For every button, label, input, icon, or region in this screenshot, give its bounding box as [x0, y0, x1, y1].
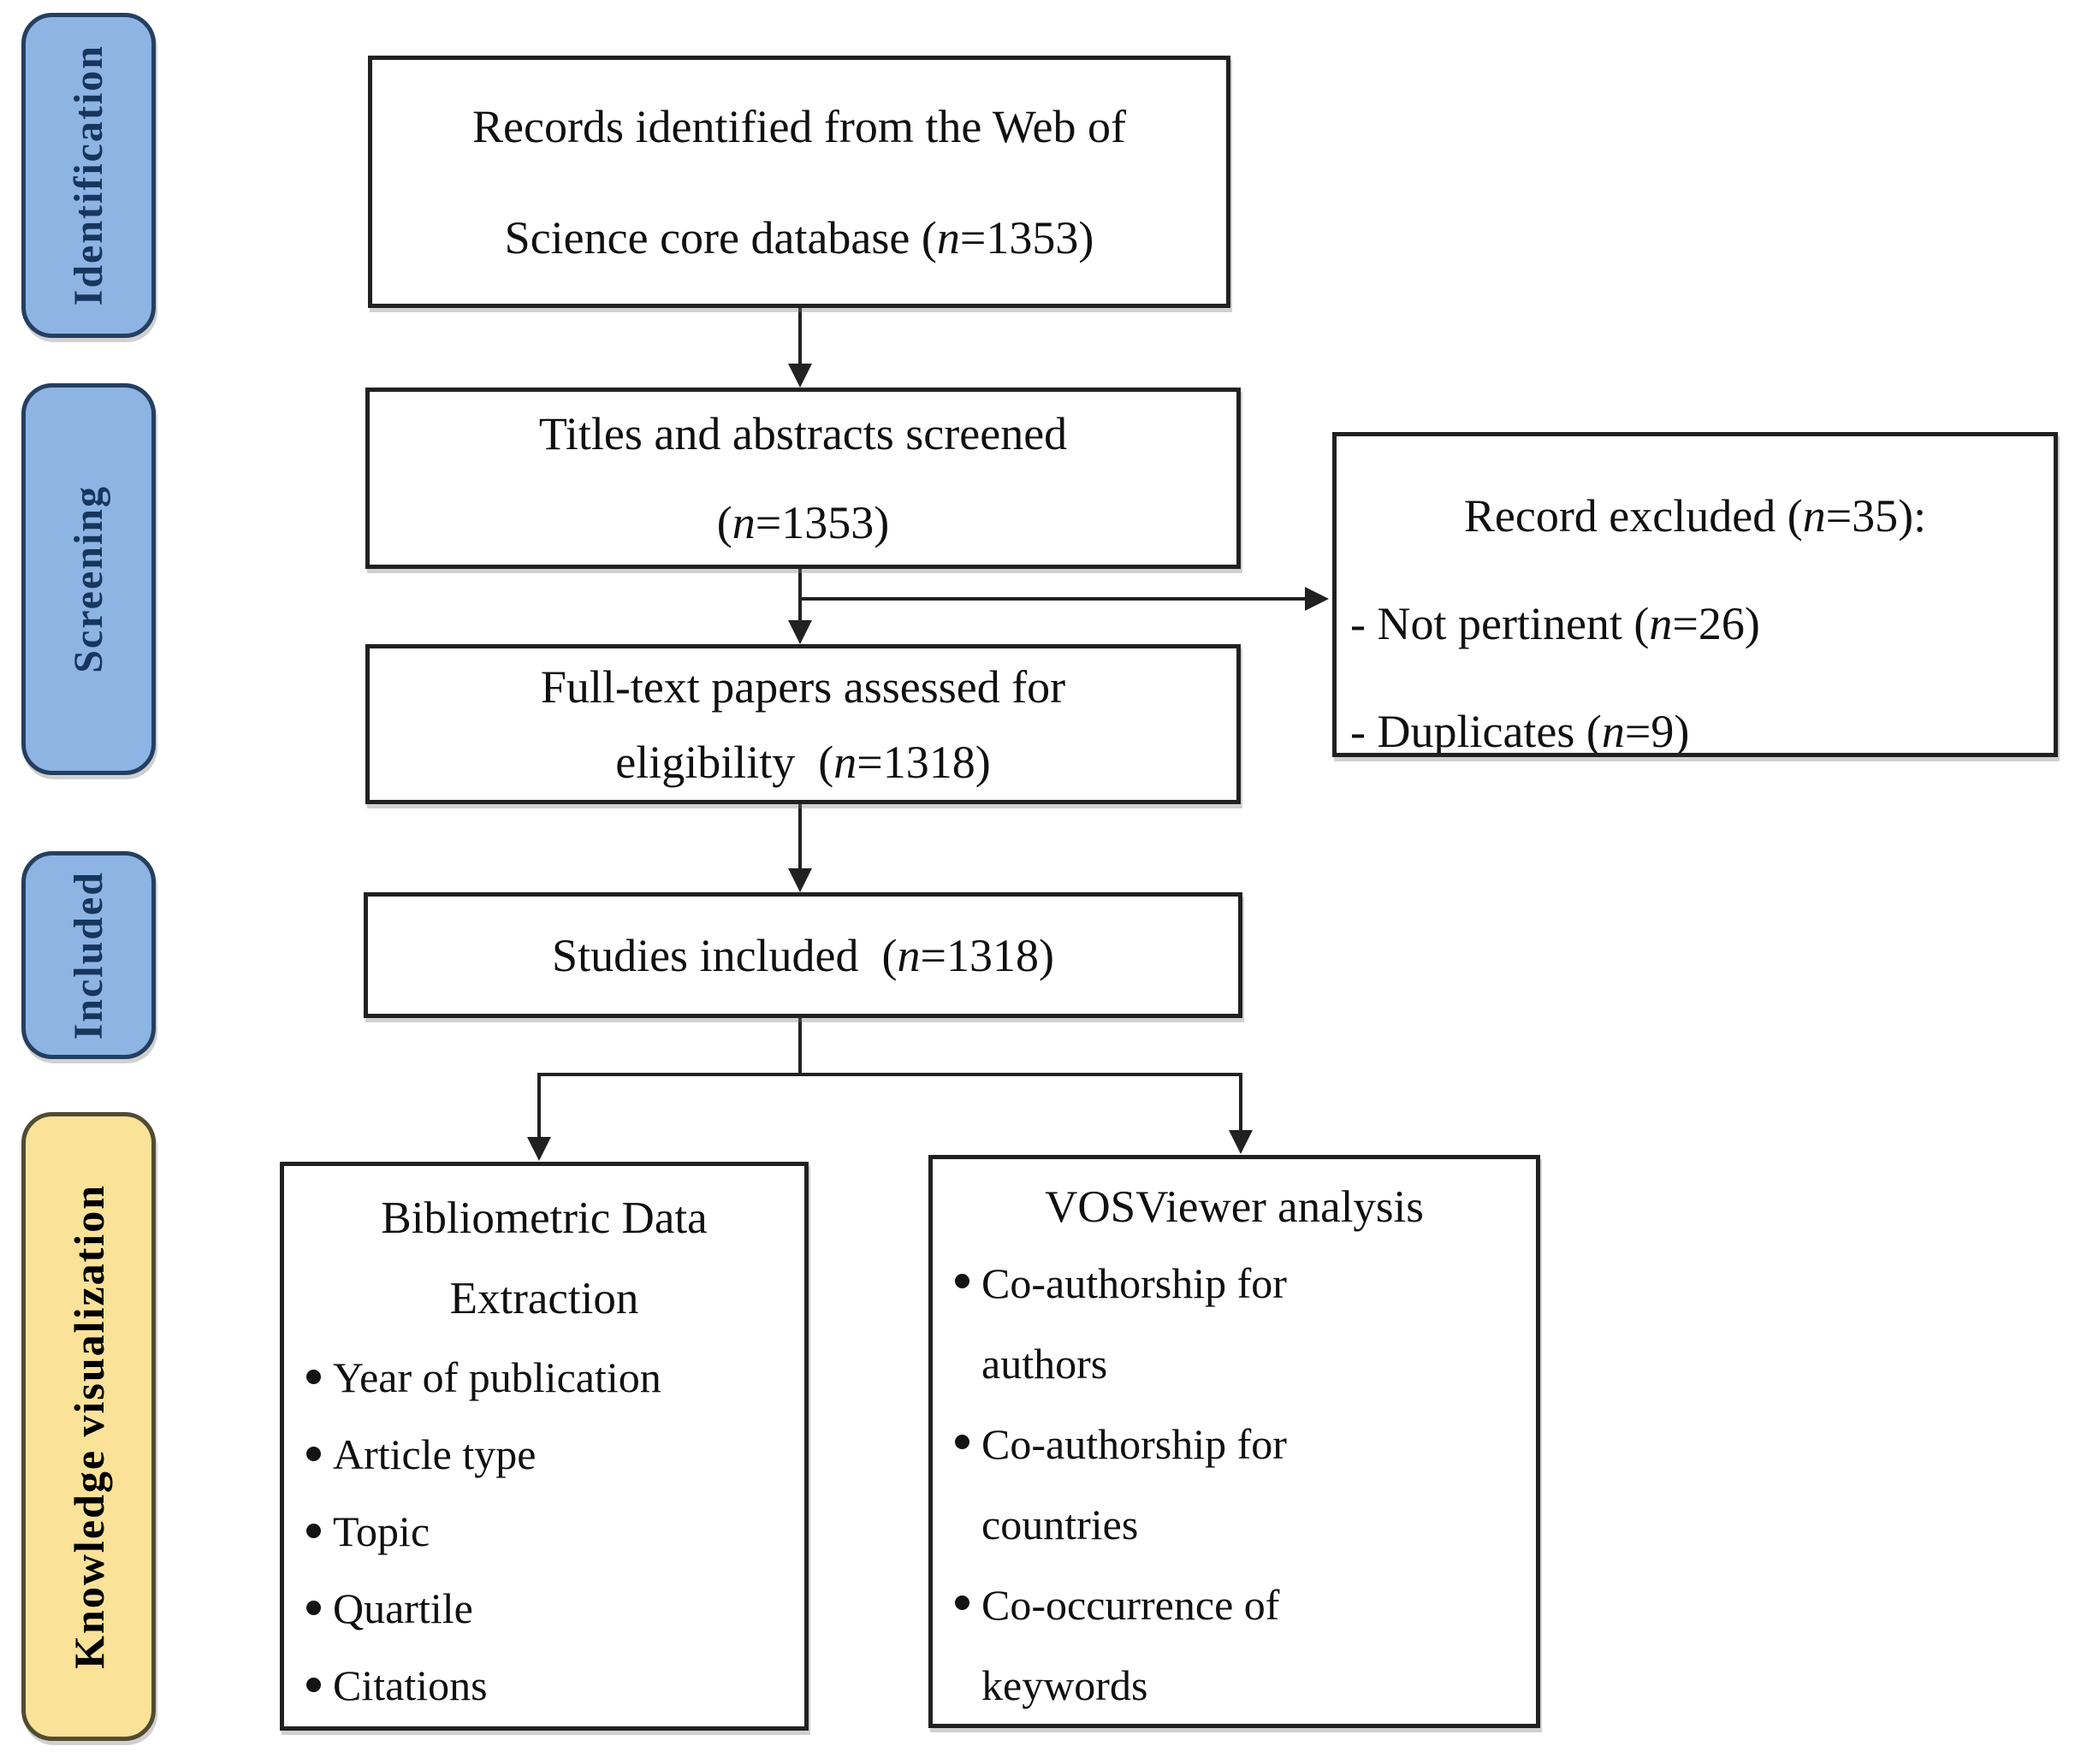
box-fulltext-assessed: Full-text papers assessed for eligibilit…: [365, 644, 1241, 804]
italic-n: n: [833, 736, 857, 788]
text-segment: - Duplicates (: [1350, 706, 1602, 757]
list-item: Article type: [306, 1416, 799, 1493]
list-item: Co-occurrence of keywords: [955, 1565, 1531, 1724]
arrowhead-to-bibliometric: [527, 1137, 551, 1161]
stage-pill-included: Included: [21, 851, 156, 1059]
studies-included-line: Studies included (n=1318): [552, 929, 1054, 982]
bullet-text: Co-authorship for authors: [981, 1243, 1287, 1404]
italic-n: n: [1802, 490, 1826, 542]
bullet-text: Article type: [333, 1430, 537, 1478]
bullet-dot-icon: [306, 1524, 321, 1538]
text-segment: Studies included (: [552, 929, 898, 981]
text-segment: =1318): [857, 736, 991, 788]
stage-pill-screening: Screening: [21, 383, 156, 775]
stage-label-included: Included: [66, 870, 111, 1040]
text-segment: VOSViewer analysis: [1045, 1182, 1424, 1232]
bibliometric-heading-line1: Bibliometric Data: [381, 1178, 707, 1258]
text-segment: Records identified from the Web of: [472, 100, 1126, 152]
excluded-item-not-pertinent: - Not pertinent (n=26): [1350, 570, 2040, 678]
text-segment: =1318): [920, 929, 1054, 981]
fulltext-line2: eligibility (n=1318): [615, 725, 990, 800]
italic-n: n: [936, 211, 960, 263]
stage-label-identification: Identification: [66, 44, 111, 306]
text-segment: Extraction: [449, 1274, 639, 1323]
screened-line2: (n=1353): [716, 478, 890, 565]
text-segment: Titles and abstracts screened: [538, 408, 1068, 459]
box-vosviewer-analysis: VOSViewer analysis Co-authorship for auth…: [928, 1155, 1540, 1728]
arrowhead-to-vosviewer: [1229, 1130, 1253, 1154]
excluded-item-duplicates: - Duplicates (n=9): [1350, 678, 2040, 757]
bullet-line: countries: [981, 1501, 1139, 1548]
bullet-dot-icon: [955, 1435, 969, 1449]
text-segment: Record excluded (: [1463, 490, 1803, 542]
connector-included-split: [527, 1018, 1253, 1161]
records-identified-line2: Science core database (n=1353): [505, 182, 1094, 293]
box-records-excluded: Record excluded (n=35): - Not pertinent …: [1332, 432, 2058, 757]
bullet-text: Citations: [333, 1661, 488, 1709]
list-item: Year of publication: [306, 1339, 799, 1416]
bullet-text: Co-occurrence of keywords: [981, 1565, 1280, 1724]
stage-label-knowledge-visualization: Knowledge visualization: [64, 1184, 113, 1669]
italic-n: n: [1649, 598, 1673, 649]
box-studies-included: Studies included (n=1318): [364, 892, 1242, 1018]
list-item: Quartile: [306, 1570, 799, 1647]
italic-n: n: [732, 497, 756, 548]
arrow-fulltext-to-included: [788, 804, 812, 892]
bullet-dot-icon: [306, 1601, 321, 1615]
text-segment: Science core database (: [504, 211, 937, 263]
list-item: Co-authorship for authors: [955, 1243, 1531, 1404]
bullet-text: Topic: [333, 1507, 430, 1555]
list-item: Topic: [306, 1493, 799, 1570]
bibliometric-heading-line2: Extraction: [450, 1258, 639, 1339]
bullet-text: Quartile: [333, 1584, 473, 1632]
italic-n: n: [897, 929, 921, 981]
box-titles-abstracts-screened: Titles and abstracts screened (n=1353): [365, 388, 1241, 569]
bullet-dot-icon: [306, 1370, 321, 1384]
bullet-dot-icon: [955, 1595, 969, 1610]
bibliometric-bullet-list: Year of publication Article type Topic Q…: [284, 1339, 804, 1724]
text-segment: =35):: [1825, 490, 1927, 542]
text-segment: (: [716, 497, 732, 548]
stage-label-screening: Screening: [66, 485, 111, 673]
bullet-dot-icon: [955, 1274, 969, 1288]
bullet-line: Co-authorship for: [981, 1259, 1287, 1307]
screened-line1: Titles and abstracts screened: [538, 392, 1068, 478]
bullet-line: Co-occurrence of: [981, 1581, 1280, 1629]
text-segment: Bibliometric Data: [381, 1193, 708, 1243]
bullet-dot-icon: [306, 1678, 321, 1692]
list-item: Co-authorship for countries: [955, 1404, 1531, 1565]
arrow-identified-to-screened: [788, 308, 812, 388]
arrow-screened-to-fulltext: [788, 569, 812, 644]
excluded-title: Record excluded (n=35):: [1350, 462, 2040, 570]
text-segment: =1353): [755, 497, 890, 548]
box-bibliometric-extraction: Bibliometric Data Extraction Year of pub…: [280, 1162, 809, 1731]
fulltext-line1: Full-text papers assessed for: [541, 649, 1065, 725]
bullet-line: keywords: [981, 1661, 1148, 1709]
records-identified-line1: Records identified from the Web of: [472, 71, 1126, 182]
vosviewer-bullet-list: Co-authorship for authors Co-authorship f…: [933, 1243, 1536, 1724]
text-segment: - Not pertinent (: [1350, 598, 1650, 649]
list-item: Citations: [306, 1647, 799, 1724]
text-segment: =9): [1624, 706, 1690, 757]
vosviewer-heading: VOSViewer analysis: [1045, 1171, 1424, 1243]
bullet-text: Co-authorship for countries: [981, 1404, 1287, 1565]
text-segment: eligibility (: [615, 736, 834, 788]
italic-n: n: [1601, 706, 1625, 757]
stage-pill-identification: Identification: [21, 13, 156, 338]
bullet-line: Co-authorship for: [981, 1420, 1287, 1468]
bullet-line: authors: [981, 1340, 1108, 1388]
arrow-screened-to-excluded: [800, 587, 1329, 611]
text-segment: =26): [1672, 598, 1760, 649]
box-records-identified: Records identified from the Web of Scien…: [368, 56, 1230, 308]
text-segment: Full-text papers assessed for: [540, 660, 1066, 713]
bullet-dot-icon: [306, 1447, 321, 1461]
text-segment: =1353): [959, 211, 1094, 263]
bullet-text: Year of publication: [333, 1353, 661, 1401]
stage-pill-knowledge-visualization: Knowledge visualization: [21, 1112, 156, 1741]
